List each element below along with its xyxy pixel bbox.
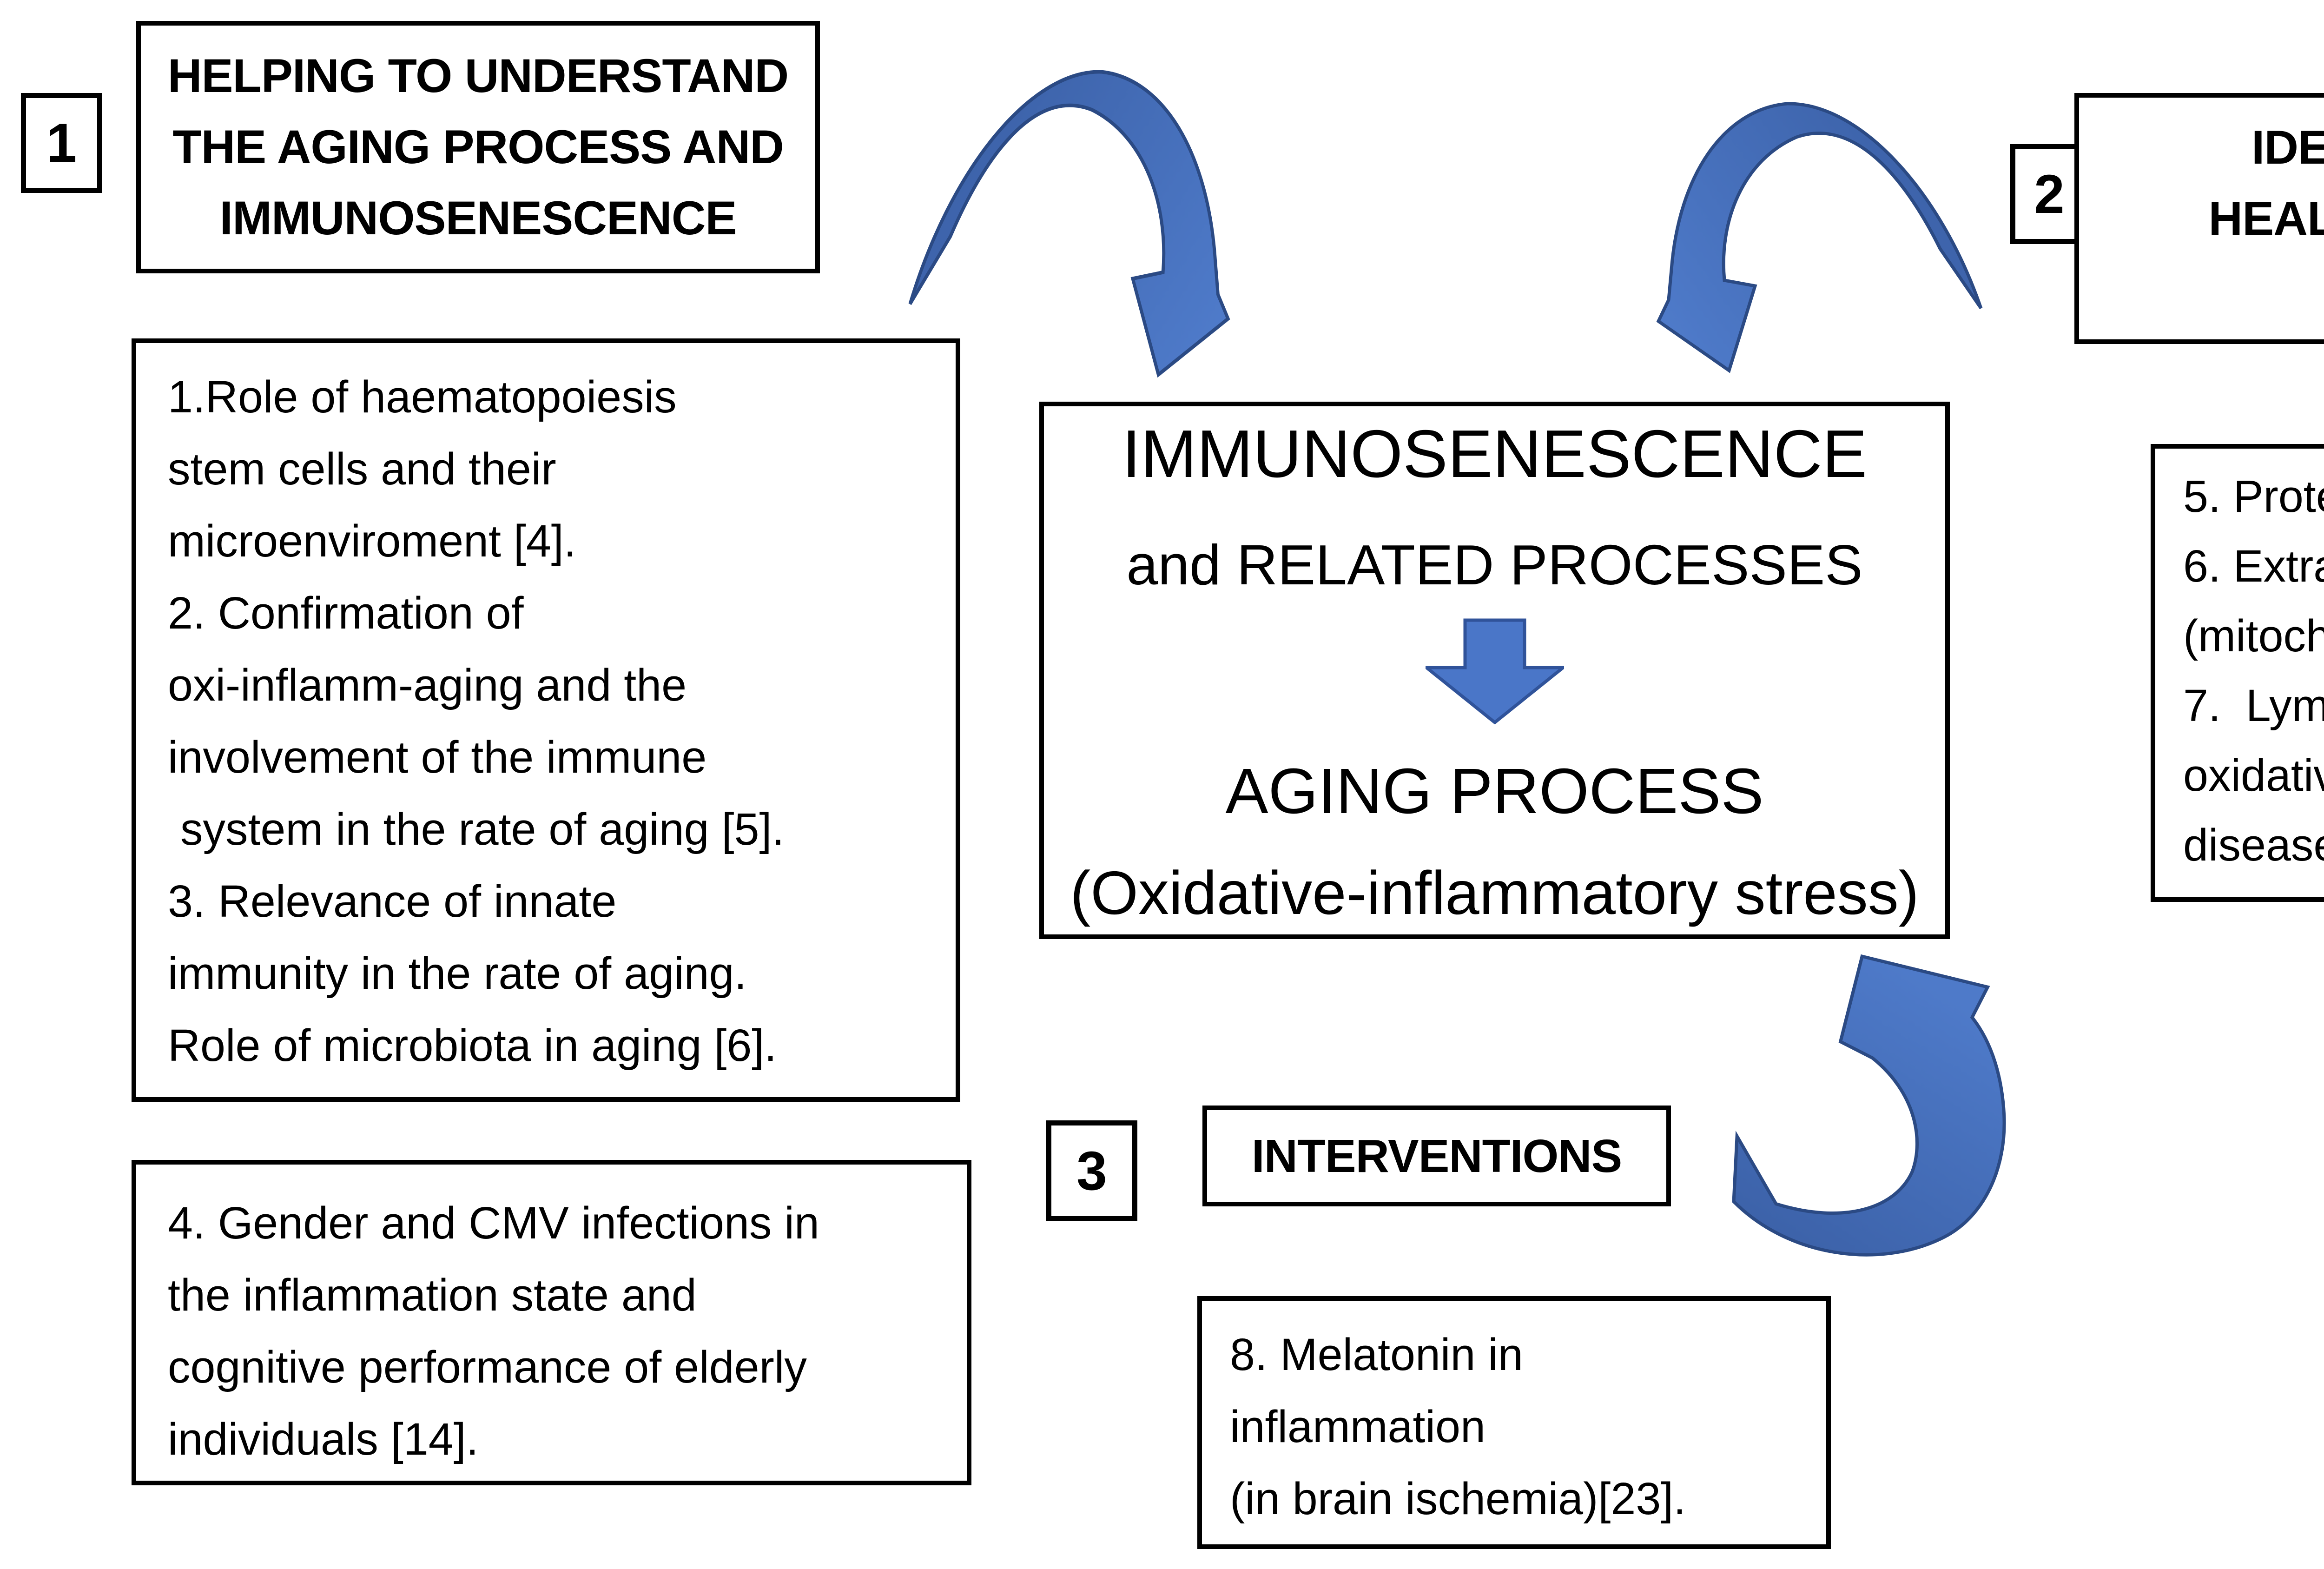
curved-arrow-top-left-icon [908,70,1230,378]
curved-arrow-top-left-shape [908,70,1230,378]
down-block-arrow-icon [1425,618,1564,724]
aging-process-label: AGING PROCESS [1225,755,1764,827]
understanding-items-box: 1.Role of haematopoiesis stem cells and … [132,338,960,1102]
central-process-box: IMMUNOSENESCENCE and RELATED PROCESSES A… [1039,402,1950,939]
related-processes-label: and RELATED PROCESSES [1126,533,1863,596]
curved-arrow-bottom-shape [1732,954,2006,1257]
step-1-badge: 1 [21,93,102,193]
immunosenescence-label: IMMUNOSENESCENCE [1122,416,1868,491]
curved-arrow-bottom-icon [1732,954,2006,1257]
step-3-badge: 3 [1046,1120,1137,1221]
markers-items-box: 5. Protein carbamylation [16]. 6. Extrac… [2151,444,2324,902]
curved-arrow-top-right-shape [1656,102,1983,373]
curved-arrow-top-right-icon [1656,102,1983,373]
interventions-title-box: INTERVENTIONS [1202,1106,1671,1206]
oxidative-stress-label: (Oxidative-inflammatory stress) [1070,859,1919,927]
melatonin-box: 8. Melatonin in inflammation (in brain i… [1197,1296,1831,1549]
identifying-markers-title-box: IDENTIFYING MARKERS OF HEALTHY AND PATHO… [2074,93,2324,344]
helping-to-understand-title-box: HELPING TO UNDERSTAND THE AGING PROCESS … [136,21,820,273]
down-block-arrow-shape [1425,618,1564,724]
gender-cmv-box: 4. Gender and CMV infections in the infl… [132,1160,971,1485]
